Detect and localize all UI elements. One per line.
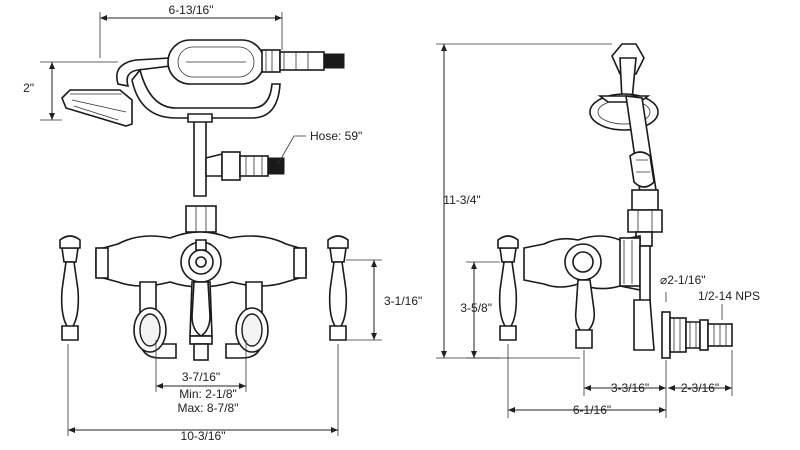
dim-overall-width: 10-3/16" <box>181 429 226 443</box>
side-view: 11-3/4" ⌀2-1/16" 1/2-14 NPS 3-5/8" 3-3/1… <box>436 43 760 418</box>
dim-depth-a: 3-3/16" <box>611 381 649 395</box>
dim-right-height: 3-1/16" <box>384 294 422 308</box>
side-dimensions: 11-3/4" ⌀2-1/16" 1/2-14 NPS 3-5/8" 3-3/1… <box>436 43 760 418</box>
hose-label: Hose: 59" <box>310 129 362 143</box>
handshower <box>61 39 345 197</box>
side-handles <box>497 235 596 349</box>
dim-max: Max: 8-7/8" <box>178 401 239 415</box>
front-view: 6-13/16" 2" Hose: 59" 3-1/16" 3-7/16" Mi… <box>23 3 422 443</box>
dim-depth-b: 2-3/16" <box>681 381 719 395</box>
dim-thread: 1/2-14 NPS <box>698 289 760 303</box>
dim-spout-center: 3-7/16" <box>182 370 220 384</box>
dim-diameter: ⌀2-1/16" <box>660 273 706 287</box>
front-dimensions: 6-13/16" 2" Hose: 59" 3-1/16" 3-7/16" Mi… <box>23 3 422 443</box>
dim-overall-depth: 6-1/16" <box>573 403 611 417</box>
dim-top-width: 6-13/16" <box>169 3 214 17</box>
dim-shower-height: 2" <box>23 81 34 95</box>
dim-min: Min: 2-1/8" <box>179 387 237 401</box>
dim-total-height: 11-3/4" <box>443 193 480 207</box>
side-handshower <box>589 43 663 247</box>
front-handles <box>59 235 349 341</box>
side-body <box>523 235 733 359</box>
dim-left-height: 3-5/8" <box>460 301 492 315</box>
